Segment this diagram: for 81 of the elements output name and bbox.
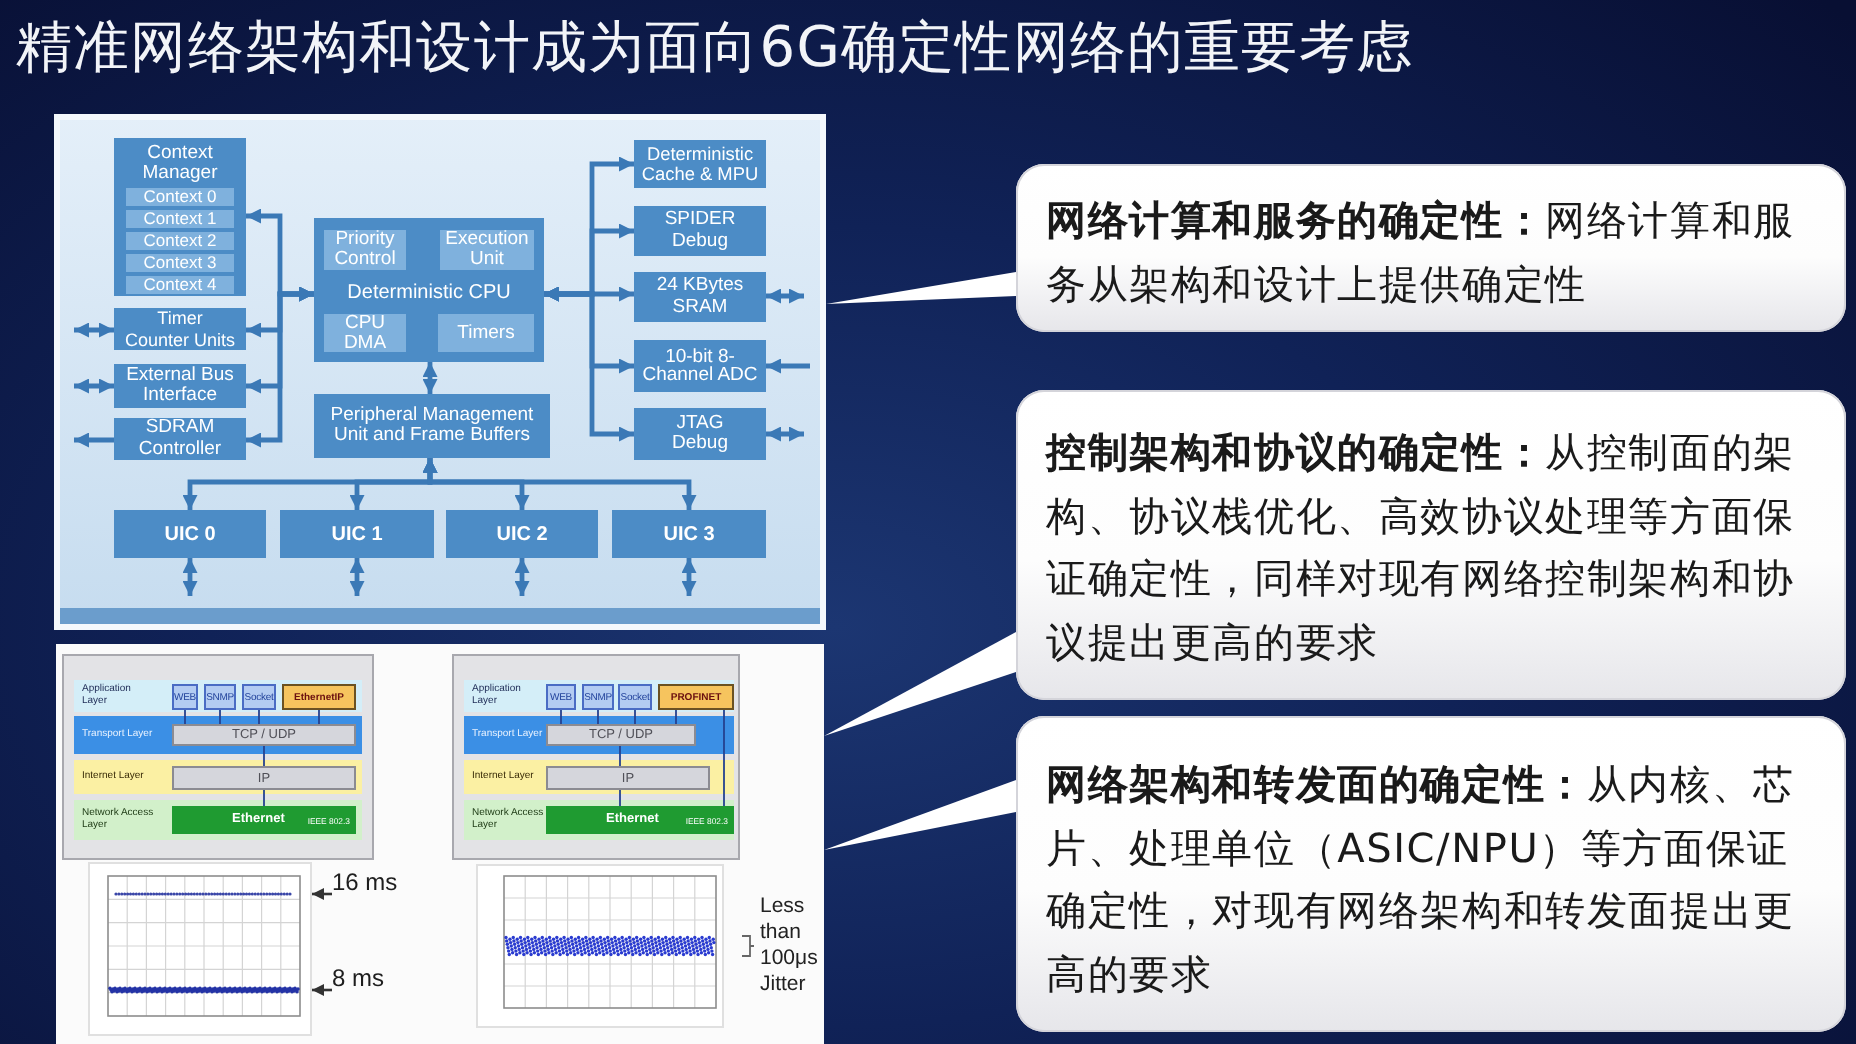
context-slot: Context 1 — [126, 210, 234, 228]
leader-arrow — [312, 984, 332, 996]
double-arrow — [349, 558, 365, 596]
uic-box: UIC 3 — [612, 510, 766, 558]
layer-band — [464, 800, 734, 840]
connector-line — [723, 709, 725, 807]
connector-line — [619, 789, 621, 807]
connector-line — [560, 709, 562, 725]
double-arrow — [246, 286, 314, 448]
context-slot: Context 2 — [126, 232, 234, 250]
module-box: Timer Counter Units — [114, 308, 246, 350]
slide-title: 精准网络架构和设计成为面向6G确定性网络的重要考虑 — [16, 12, 1414, 84]
layer-band — [74, 760, 362, 794]
module-box: SPIDER Debug — [634, 206, 766, 256]
leader-arrow — [312, 888, 332, 900]
connector-line — [634, 709, 636, 725]
callout-bubble: 网络计算和服务的确定性：网络计算和服务从架构和设计上提供确定性 — [1016, 164, 1846, 332]
cpu-block — [314, 218, 544, 362]
connector-line — [619, 745, 621, 767]
arrow — [766, 358, 810, 374]
unit-box: Execution Unit — [440, 230, 534, 270]
double-arrow — [74, 322, 114, 338]
stack-frame — [62, 654, 374, 860]
layer-band — [464, 680, 734, 712]
unit-box: CPU DMA — [324, 314, 406, 352]
double-arrow — [766, 288, 804, 304]
callout-bubble: 网络架构和转发面的确定性：从内核、芯片、处理单位（ASIC/NPU）等方面保证确定性，对现有网络架构和转发面提出更高的要求 — [1016, 716, 1846, 1032]
connector-line — [184, 709, 186, 725]
double-arrow — [544, 286, 634, 442]
arrow — [74, 432, 114, 448]
module-box — [114, 138, 246, 296]
double-arrow — [182, 558, 198, 596]
scatter-chart — [476, 864, 724, 1028]
connector-line — [263, 789, 265, 807]
connector-line — [597, 709, 599, 725]
stack-frame — [452, 654, 740, 860]
double-arrow — [422, 362, 438, 394]
callout-bubble: 控制架构和协议的确定性：从控制面的架构、协议栈优化、高效协议处理等方面保证确定性，同样对现有网络控制架构和协议提出更高的要求 — [1016, 390, 1846, 700]
unit-box: Priority Control — [324, 230, 406, 270]
module-box: 10-bit 8-Channel ADC — [634, 340, 766, 392]
double-arrow — [766, 426, 804, 442]
module-box: SDRAM Controller — [114, 418, 246, 460]
context-slot: Context 3 — [126, 254, 234, 272]
module-box: Peripheral Management Unit and Frame Buffers — [314, 394, 550, 458]
connector-line — [219, 709, 221, 725]
connector-line — [258, 709, 260, 725]
connector-line — [675, 709, 677, 725]
block-title: Deterministic CPU — [347, 282, 511, 304]
uic-box: UIC 2 — [446, 510, 598, 558]
module-box: JTAG Debug — [634, 408, 766, 460]
image-panel — [56, 644, 824, 1044]
uic-box: UIC 0 — [114, 510, 266, 558]
time-label: 8 ms — [332, 964, 385, 992]
layer-band — [464, 760, 734, 794]
double-arrow — [514, 558, 530, 596]
module-box: External Bus Interface — [114, 364, 246, 408]
double-arrow — [74, 378, 114, 394]
annotation-text: Less than 100μs Jitter — [760, 894, 820, 998]
scatter-chart — [88, 862, 312, 1036]
connector-line — [263, 745, 265, 767]
layer-band — [74, 800, 362, 840]
diagram-panel — [54, 114, 826, 630]
layer-band — [74, 680, 362, 712]
time-label: 16 ms — [332, 868, 398, 896]
context-slot: Context 0 — [126, 188, 234, 206]
module-box: Deterministic Cache & MPU — [634, 140, 766, 188]
uic-box: UIC 1 — [280, 510, 434, 558]
layer-band — [464, 716, 734, 754]
double-arrow — [422, 458, 697, 510]
protocol-box — [546, 806, 734, 834]
callout-tail — [824, 780, 1016, 850]
unit-box: Timers — [438, 314, 534, 352]
context-slot: Context 4 — [126, 276, 234, 294]
layer-band — [74, 716, 362, 754]
module-title: Context Manager — [140, 144, 220, 184]
module-box: 24 KBytes SRAM — [634, 272, 766, 322]
protocol-box — [172, 806, 356, 834]
callout-tail — [824, 632, 1016, 736]
connector-line — [318, 709, 320, 725]
callout-tail — [826, 272, 1016, 304]
double-arrow — [681, 558, 697, 596]
